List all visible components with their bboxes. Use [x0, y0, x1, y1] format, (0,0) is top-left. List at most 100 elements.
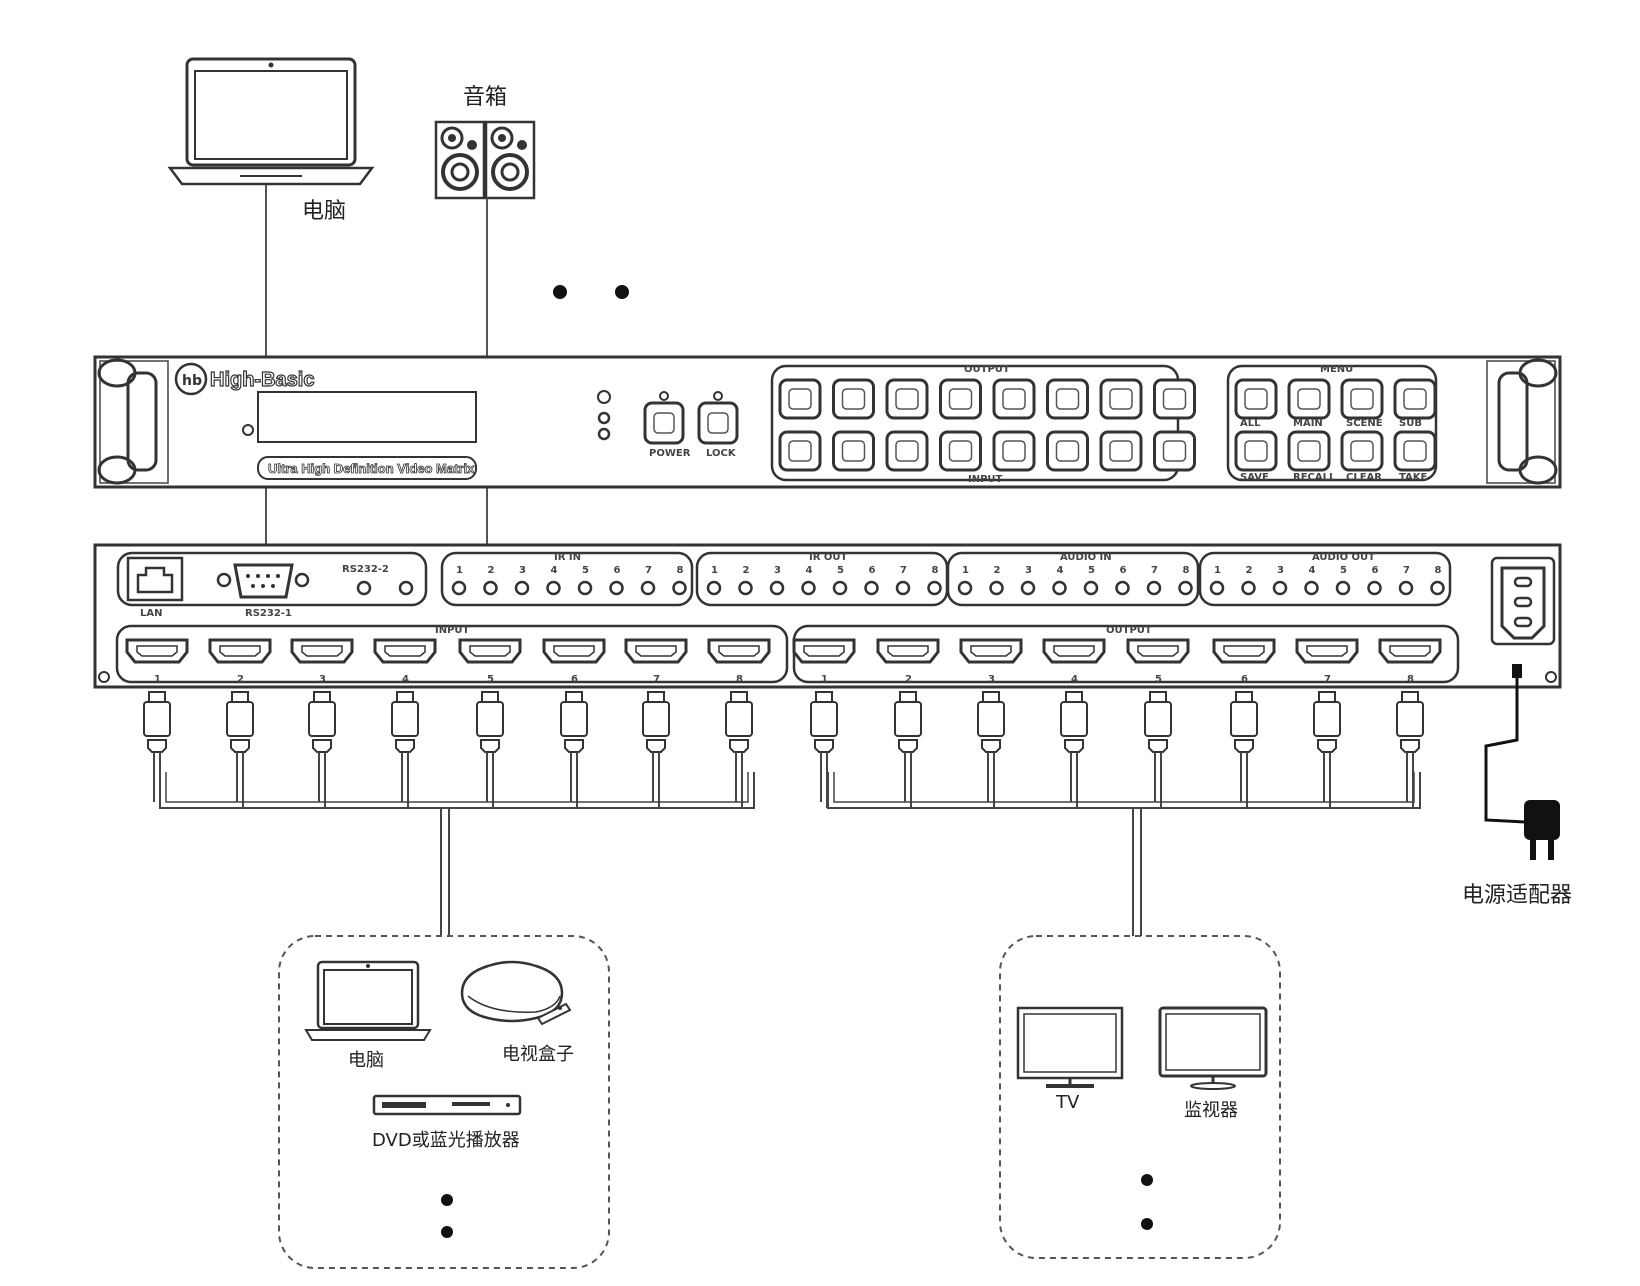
hdmi-cable — [1396, 691, 1424, 808]
output-button-6[interactable] — [1046, 378, 1089, 420]
hdmi-port-number: 5 — [487, 674, 494, 685]
menu-button-recall[interactable]: RECALL — [1287, 430, 1336, 483]
output-button-5[interactable] — [992, 378, 1036, 420]
output-button-4[interactable] — [939, 378, 982, 420]
front-panel: hb High-Basic Ultra High Definition Vide… — [93, 355, 1562, 489]
jack-number: 3 — [1277, 565, 1284, 576]
tv-label: TV — [1055, 1092, 1080, 1113]
jack-port — [1304, 580, 1319, 596]
menu-button-label: SCENE — [1346, 418, 1383, 429]
jack-port — [1178, 580, 1193, 596]
jack-port — [989, 580, 1004, 596]
hdmi-cable — [1144, 691, 1172, 808]
menu-group-label: MENU — [1320, 364, 1353, 375]
hdmi-cable — [226, 691, 254, 808]
jack-number: 3 — [774, 565, 781, 576]
lock-button[interactable] — [697, 391, 739, 445]
jack-port — [895, 580, 911, 596]
jack-port — [577, 580, 593, 596]
jack-port — [706, 580, 722, 596]
hdmi-port-number: 1 — [821, 674, 828, 685]
input-button-7[interactable] — [1099, 430, 1143, 472]
jack-number: 6 — [614, 565, 621, 576]
menu-button-scene[interactable]: SCENE — [1340, 378, 1384, 429]
jack-port — [483, 580, 498, 596]
menu-button-label: SUB — [1399, 418, 1422, 429]
output-button-1[interactable] — [778, 378, 822, 420]
jack-port — [1020, 580, 1036, 596]
io-button-group — [770, 364, 1180, 482]
jack-number: 2 — [994, 565, 1001, 576]
rs232-port-icon — [216, 563, 310, 599]
hdmi-cable — [1313, 691, 1341, 808]
menu-button-sub[interactable]: SUB — [1393, 378, 1437, 429]
hdmi-cable — [810, 691, 838, 808]
output-cable-bus — [827, 772, 1421, 809]
jack-port — [1209, 580, 1225, 596]
menu-button-clear[interactable]: CLEAR — [1340, 430, 1384, 483]
input-button-5[interactable] — [992, 430, 1036, 472]
power-label: POWER — [649, 448, 691, 459]
hdmi-cable — [308, 691, 336, 808]
menu-button-main[interactable]: MAIN — [1287, 378, 1331, 429]
input-button-4[interactable] — [939, 430, 982, 472]
power-socket-icon — [1490, 556, 1556, 646]
rs232-2-label: RS232-2 — [342, 564, 389, 575]
jack-number: 7 — [645, 565, 652, 576]
power-button[interactable] — [643, 391, 685, 445]
jack-port — [1083, 580, 1099, 596]
jack-number: 4 — [1309, 565, 1316, 576]
input-button-6[interactable] — [1046, 430, 1089, 472]
hdmi-cable — [143, 691, 171, 808]
power-adapter-label: 电源适配器 — [1462, 883, 1572, 908]
output-button-3[interactable] — [885, 378, 929, 420]
monitor-icon — [1158, 1006, 1268, 1090]
lock-label: LOCK — [706, 448, 737, 459]
input-button-1[interactable] — [778, 430, 822, 472]
jack-number: 7 — [900, 565, 907, 576]
jack-number: 2 — [1246, 565, 1253, 576]
source-devices-group — [278, 935, 610, 1269]
input-button-2[interactable] — [832, 430, 875, 472]
jack-port — [927, 580, 942, 596]
jack-number: 5 — [1088, 565, 1095, 576]
brand-name: High-Basic — [210, 369, 314, 391]
menu-button-all[interactable]: ALL — [1234, 378, 1278, 429]
hdmi-port-number: 7 — [1324, 674, 1331, 685]
input-button-8[interactable] — [1153, 430, 1196, 472]
hdmi-cable — [977, 691, 1005, 808]
tv-icon — [1016, 1006, 1124, 1088]
audio-out-label: AUDIO OUT — [1312, 552, 1375, 563]
input-button-3[interactable] — [885, 430, 929, 472]
jack-number: 1 — [1214, 565, 1221, 576]
hdmi-port-number: 2 — [905, 674, 912, 685]
jack-number: 4 — [551, 565, 558, 576]
hdmi-cable — [391, 691, 419, 808]
jack-port — [1241, 580, 1256, 596]
jack-number: 4 — [806, 565, 813, 576]
jack-number: 6 — [1120, 565, 1127, 576]
hdmi-input-port-3: 3 — [290, 638, 354, 685]
jack-number: 8 — [932, 565, 939, 576]
output-button-7[interactable] — [1099, 378, 1143, 420]
hdmi-input-port-8: 8 — [707, 638, 771, 685]
hdmi-port-number: 8 — [736, 674, 743, 685]
ellipsis-dot — [441, 1194, 453, 1206]
menu-button-save[interactable]: SAVE — [1234, 430, 1278, 483]
hdmi-port-number: 6 — [1241, 674, 1248, 685]
hdmi-input-port-1: 1 — [125, 638, 189, 685]
output-button-8[interactable] — [1153, 378, 1196, 420]
menu-button-take[interactable]: TAKE — [1393, 430, 1437, 483]
jack-port — [1052, 580, 1067, 596]
hdmi-output-port-3: 3 — [959, 638, 1023, 685]
input-cable-bus — [159, 772, 755, 809]
ellipsis-dot — [441, 1226, 453, 1238]
output-button-2[interactable] — [832, 378, 875, 420]
menu-button-label: TAKE — [1399, 472, 1428, 483]
hdmi-output-label: OUTPUT — [1106, 625, 1152, 636]
display-devices-group — [999, 935, 1281, 1259]
